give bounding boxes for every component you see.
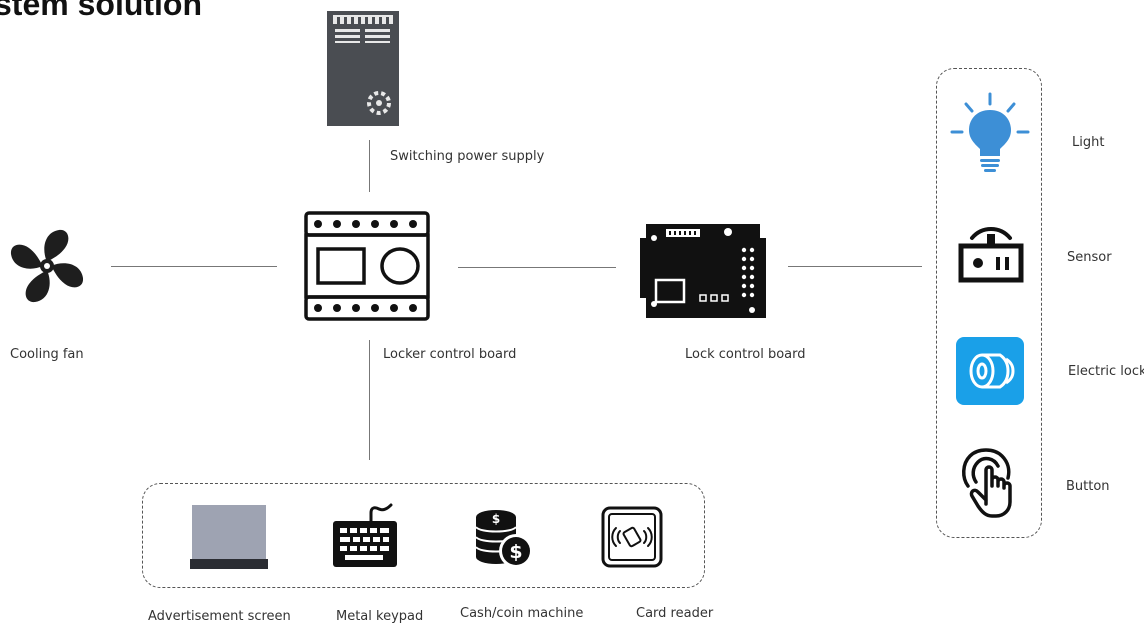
cash-coin-label: Cash/coin machine xyxy=(460,606,584,621)
power-supply-icon xyxy=(327,11,399,126)
lock-control-board-icon xyxy=(640,218,766,324)
svg-text:$: $ xyxy=(509,541,522,563)
cooling-fan-label: Cooling fan xyxy=(10,347,84,362)
connector-fan-to-board xyxy=(111,266,277,267)
inputs-group-box xyxy=(142,483,705,588)
connector-lockboard-to-peripherals xyxy=(788,266,922,267)
cooling-fan-icon xyxy=(9,228,85,304)
light-label: Light xyxy=(1072,135,1105,150)
button-label: Button xyxy=(1066,479,1110,494)
electric-lock-icon xyxy=(956,337,1024,405)
connector-power-to-board xyxy=(369,140,370,192)
connector-board-to-lockboard xyxy=(458,267,616,268)
advertisement-screen-label: Advertisement screen xyxy=(148,609,291,624)
svg-text:$: $ xyxy=(492,512,500,526)
locker-control-board-label: Locker control board xyxy=(383,347,517,362)
sensor-icon xyxy=(958,222,1024,284)
advertisement-screen-icon xyxy=(189,504,269,570)
electric-lock-label: Electric lock xyxy=(1068,364,1144,379)
lock-control-board-label: Lock control board xyxy=(685,347,806,362)
power-supply-label: Switching power supply xyxy=(390,149,545,164)
connector-board-to-bottom-group xyxy=(369,340,370,460)
peripherals-group-box xyxy=(936,68,1042,538)
page-title: stem solution xyxy=(0,0,203,22)
light-bulb-icon xyxy=(950,92,1030,176)
card-reader-icon xyxy=(600,505,664,569)
metal-keypad-label: Metal keypad xyxy=(336,609,424,624)
button-touch-icon xyxy=(956,446,1024,520)
metal-keypad-icon xyxy=(331,503,401,571)
sensor-label: Sensor xyxy=(1067,250,1112,265)
cash-coin-icon: $ $ xyxy=(470,503,538,571)
card-reader-label: Card reader xyxy=(636,606,714,621)
locker-control-board-icon xyxy=(302,211,434,323)
